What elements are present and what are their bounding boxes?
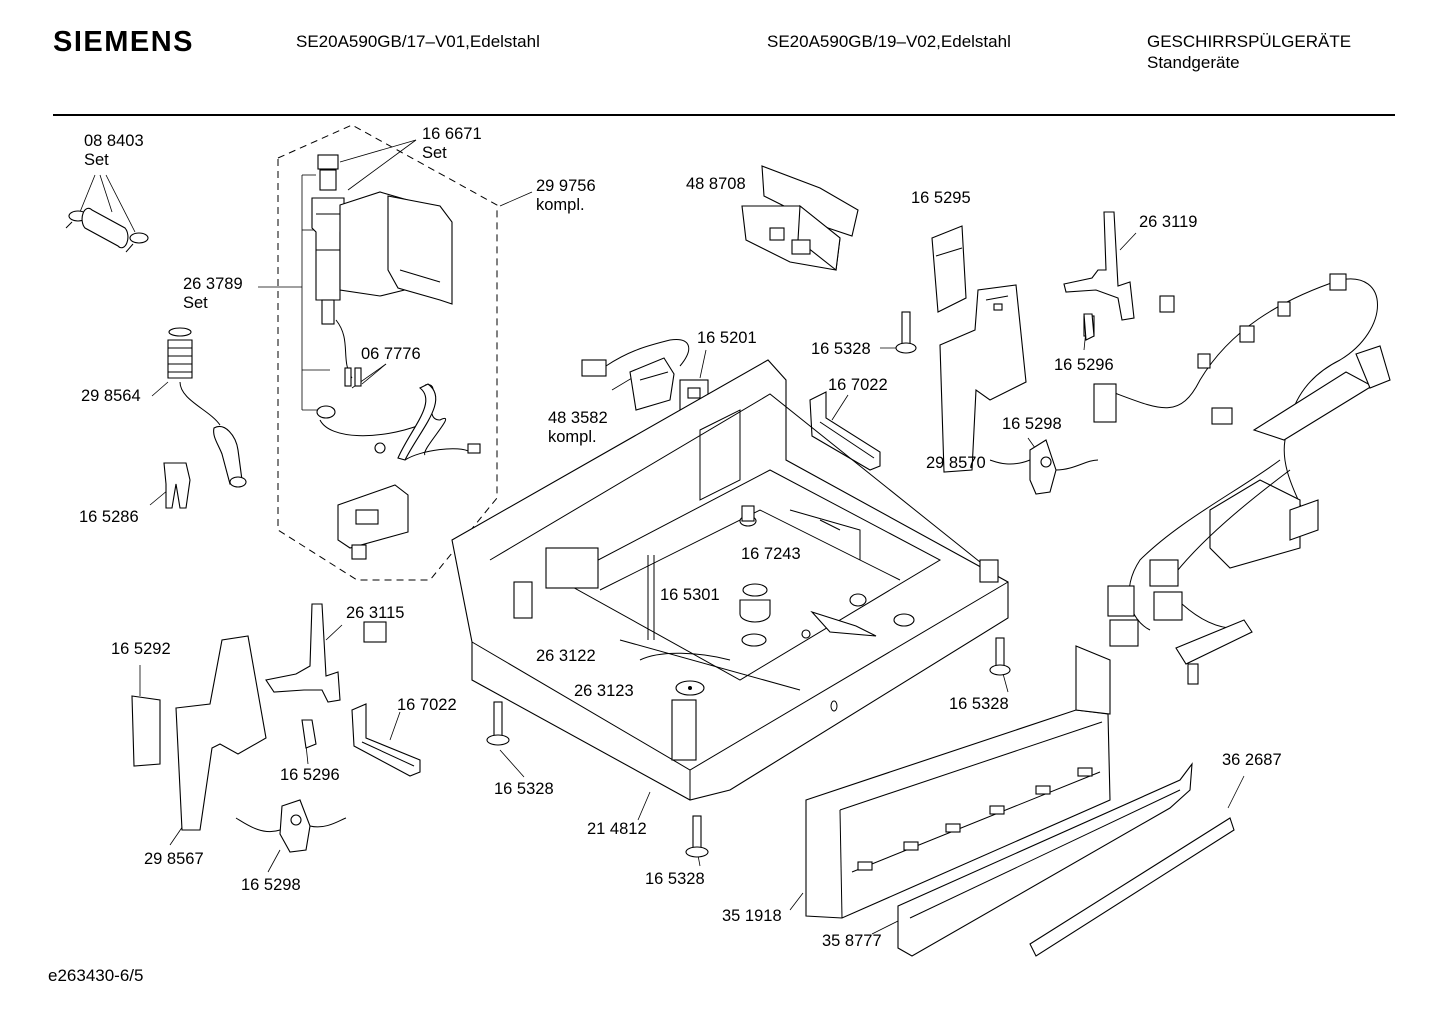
part-label-298564: 29 8564	[81, 387, 141, 405]
part-label-263122: 26 3122	[536, 647, 596, 665]
base-tub	[451, 359, 1009, 801]
part-label-088403: 08 8403 Set	[84, 132, 144, 169]
door-switch-harness	[581, 339, 709, 411]
screw-icon	[486, 701, 510, 746]
valve-assembly	[311, 154, 481, 560]
plinth-panels	[805, 645, 1235, 957]
screw-icon	[895, 311, 917, 354]
category-title: GESCHIRRSPÜLGERÄTE	[1147, 32, 1352, 51]
wiring-harness-right	[1063, 211, 1391, 685]
part-label-488708: 48 8708	[686, 175, 746, 193]
part-label-263119: 26 3119	[1139, 213, 1198, 231]
part-label-263123: 26 3123	[574, 682, 634, 700]
part-label-483582: 48 3582 kompl.	[548, 409, 608, 446]
part-label-165328-a: 16 5328	[811, 340, 871, 358]
appliance-category: GESCHIRRSPÜLGERÄTE Standgeräte	[1147, 31, 1351, 73]
spring-and-hose	[167, 327, 247, 488]
part-label-165295: 16 5295	[911, 189, 971, 207]
part-label-362687: 36 2687	[1222, 751, 1282, 769]
part-label-165292: 16 5292	[111, 640, 171, 658]
part-label-067776: 06 7776	[361, 345, 421, 363]
siemens-logo: SIEMENS	[53, 26, 195, 58]
part-label-165296-b: 16 5296	[280, 766, 340, 784]
part-label-166671: 16 6671 Set	[422, 125, 482, 162]
part-label-165296-a: 16 5296	[1054, 356, 1114, 374]
part-label-167022-b: 16 7022	[397, 696, 457, 714]
screw-icon	[989, 637, 1011, 676]
hose-clamp-set	[65, 207, 149, 253]
part-label-165328-b: 16 5328	[949, 695, 1009, 713]
part-label-165286: 16 5286	[79, 508, 139, 526]
part-label-214812: 21 4812	[587, 820, 647, 838]
part-label-263115: 26 3115	[346, 604, 405, 622]
switch-bracket-right	[931, 225, 1027, 473]
part-label-298567: 29 8567	[144, 850, 204, 868]
part-label-165301: 16 5301	[660, 586, 720, 604]
part-label-298570: 29 8570	[926, 454, 986, 472]
document-id: e263430-6/5	[48, 966, 144, 985]
part-label-358777: 35 8777	[822, 932, 882, 950]
part-label-299756: 29 9756 kompl.	[536, 177, 596, 214]
part-label-165298-b: 16 5298	[241, 876, 301, 894]
part-label-165201: 16 5201	[697, 329, 757, 347]
part-label-167243: 16 7243	[741, 545, 801, 563]
category-subtitle: Standgeräte	[1147, 53, 1240, 72]
clip-part	[163, 462, 191, 509]
model-number-1: SE20A590GB/17–V01,Edelstahl	[296, 32, 540, 51]
part-label-165328-c: 16 5328	[494, 780, 554, 798]
screw-icon	[685, 815, 709, 858]
part-label-263789: 26 3789 Set	[183, 275, 243, 312]
screw-parts	[486, 311, 1011, 858]
switch-bracket-left	[131, 313, 1099, 853]
control-module	[741, 165, 859, 272]
part-label-165328-d: 16 5328	[645, 870, 705, 888]
model-number-2: SE20A590GB/19–V02,Edelstahl	[767, 32, 1011, 51]
part-label-351918: 35 1918	[722, 907, 782, 925]
part-label-167022-a: 16 7022	[828, 376, 888, 394]
heater-elements	[351, 391, 881, 777]
part-label-165298-a: 16 5298	[1002, 415, 1062, 433]
header-divider	[53, 114, 1395, 116]
